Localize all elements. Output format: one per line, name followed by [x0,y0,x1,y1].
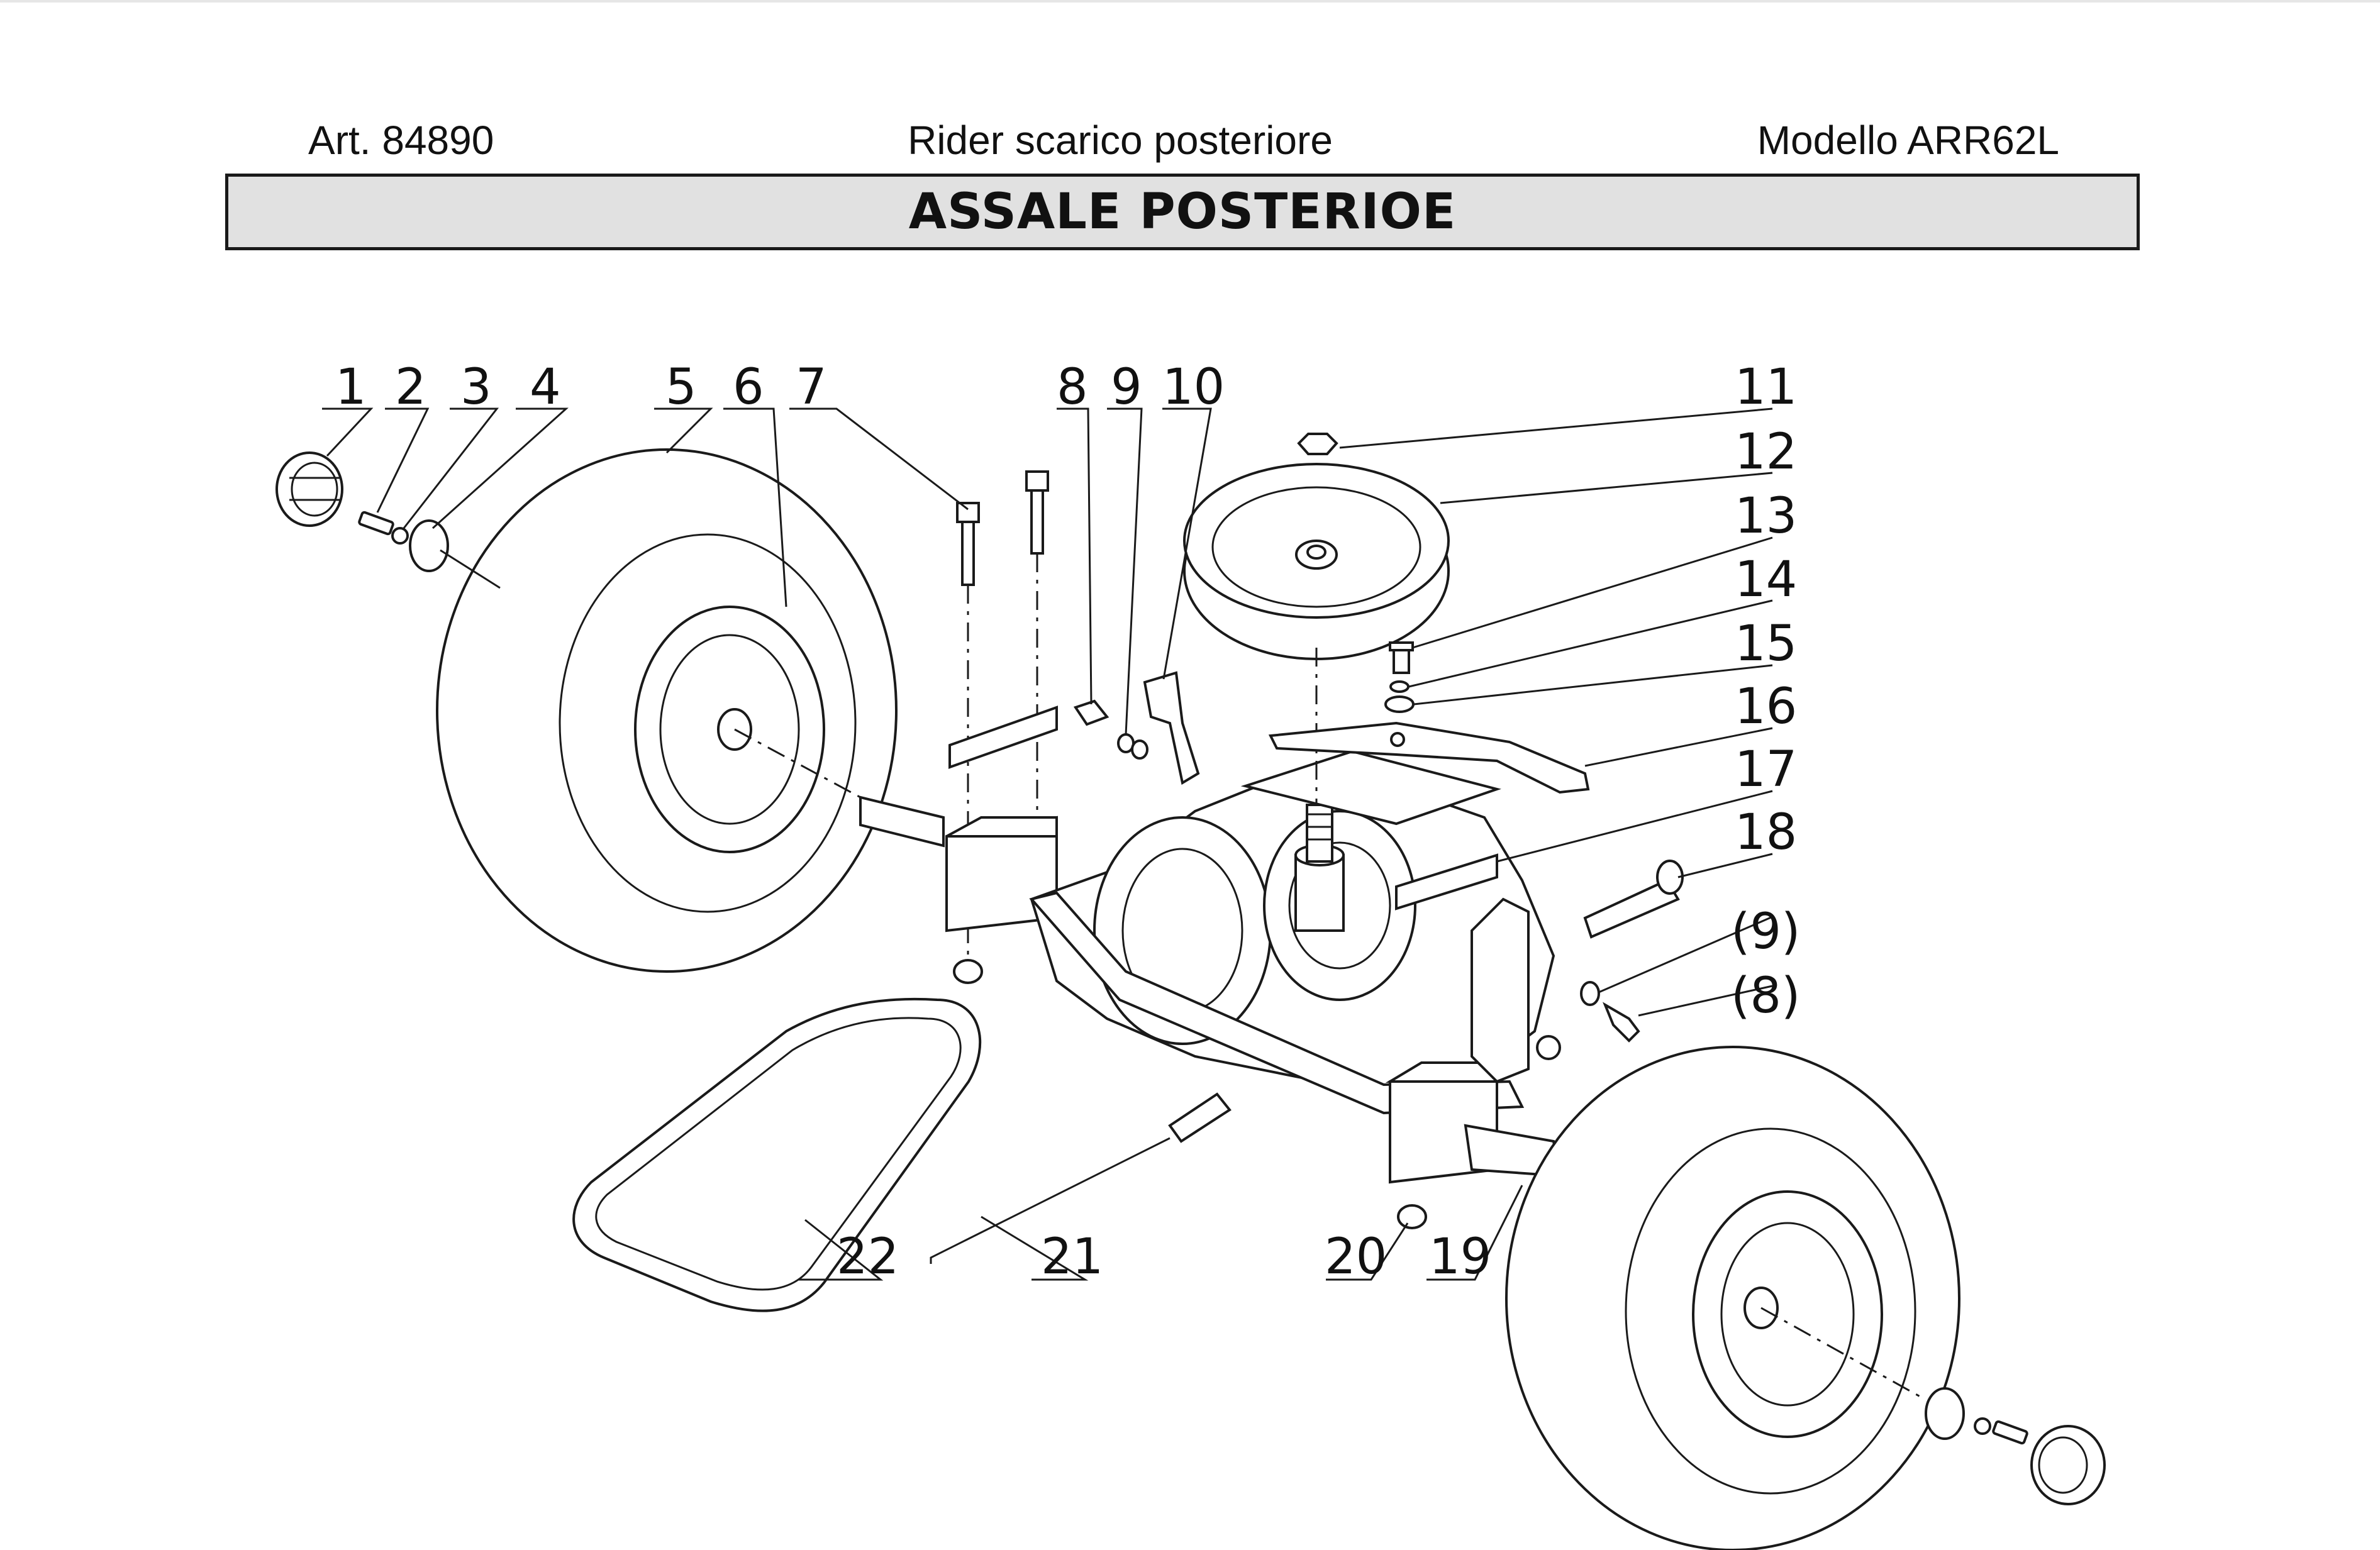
callout-9-repeat: (9) [1731,904,1801,960]
left-axle-shaft [859,795,945,848]
drive-pulley [1183,463,1450,660]
lower-nut-left [953,959,983,984]
callout-6: 6 [733,359,764,416]
arm-washer-small [1389,680,1410,693]
right-axle-centerline [1760,1307,1925,1400]
callout-17: 17 [1735,741,1797,798]
bracket-washer-top [1117,733,1148,760]
callout-21: 21 [1041,1229,1103,1285]
left-hub-washer-small [391,527,409,545]
callout-12: 12 [1735,424,1797,480]
callout-22: 22 [837,1229,899,1285]
mount-bolt-right [1025,470,1049,555]
right-wheel-cap [2030,1425,2106,1505]
callout-13: 13 [1735,488,1797,545]
left-hub-washer-large [409,519,449,572]
lower-nut-right [1397,1204,1427,1229]
side-bolt [1602,1002,1640,1043]
left-axle-centerline [440,549,861,799]
bracket-plate-17 [1395,853,1498,911]
callout-5: 5 [665,359,697,416]
bracket-plate-upper [948,706,1058,769]
arm-bolt [1389,641,1414,674]
callout-4: 4 [530,359,561,416]
left-wheel-cap [275,451,343,527]
callout-labels: 1 2 3 4 5 6 7 8 9 10 11 12 13 14 15 16 1… [335,359,1801,1285]
callout-8-repeat: (8) [1731,968,1801,1024]
side-washer [1580,981,1600,1006]
left-hub-bolt [358,511,394,536]
callout-16: 16 [1735,678,1797,735]
callout-15: 15 [1735,616,1797,672]
lever-arm [1268,721,1590,794]
product-description: Rider scarico posteriore [908,118,1333,163]
left-wheel [436,448,898,973]
mount-bolt-left [956,502,980,586]
callout-10: 10 [1162,359,1225,416]
callout-19: 19 [1429,1229,1491,1285]
right-hub-washer-large [1925,1387,1965,1440]
leader-lines [322,407,1773,1281]
bracket-10 [1143,671,1200,785]
side-bracket [1471,897,1561,1083]
bracket-bolt-top [1073,699,1109,726]
document-header: Art. 84890 Rider scarico posteriore Mode… [0,112,2380,175]
right-hub-washer-small [1974,1417,1991,1435]
section-title-bar: ASSALE POSTERIOE [225,174,2140,250]
callout-9: 9 [1111,359,1142,416]
callout-3: 3 [460,359,492,416]
drive-belt [572,997,982,1312]
model-number: Modello ARR62L [1757,118,2059,163]
return-spring-cable [930,1092,1232,1264]
callout-1: 1 [335,359,367,416]
right-wheel [1505,1046,1960,1550]
tension-spring-right [1583,860,1684,939]
top-rule [0,0,2380,3]
arm-washer-large [1384,695,1415,713]
callout-20: 20 [1325,1229,1387,1285]
callout-14: 14 [1735,551,1797,608]
section-title: ASSALE POSTERIOE [908,184,1457,240]
pulley-nut [1297,433,1338,455]
right-hub-bolt [1992,1420,2028,1445]
bearing-block-left [945,816,1058,933]
callout-8: 8 [1057,359,1088,416]
callout-11: 11 [1735,359,1797,416]
article-number: Art. 84890 [308,118,494,163]
callout-18: 18 [1735,804,1797,861]
callout-7: 7 [796,359,827,416]
callout-2: 2 [395,359,426,416]
input-shaft [1306,804,1333,863]
